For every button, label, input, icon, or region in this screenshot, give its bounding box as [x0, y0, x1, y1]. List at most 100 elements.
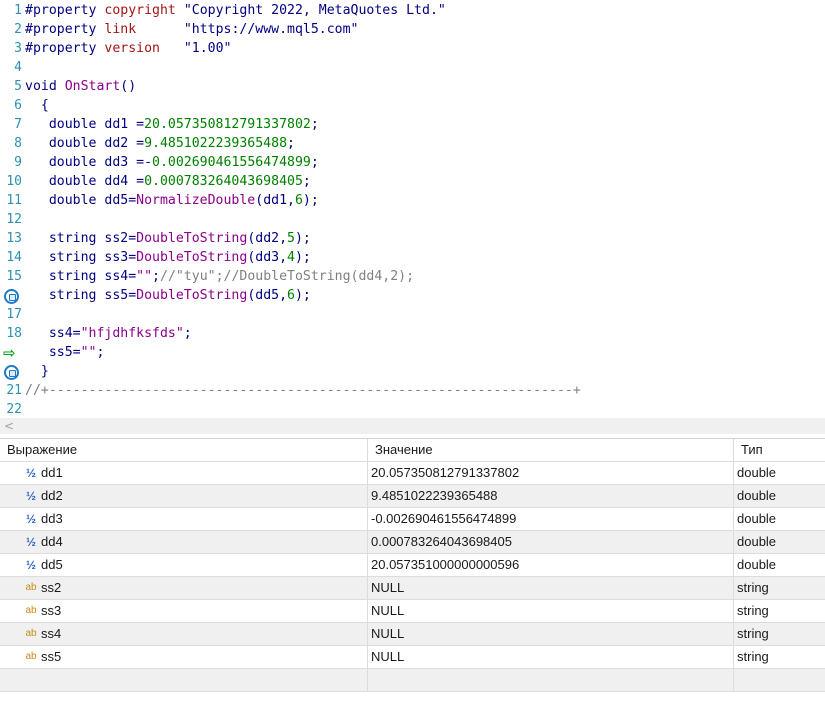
value-cell[interactable]: NULL — [367, 577, 734, 599]
line-gutter[interactable]: 2 — [0, 21, 22, 40]
line-gutter[interactable]: 7 — [0, 116, 22, 135]
code-text[interactable]: double dd3 =-0.002690461556474899; — [25, 155, 319, 171]
line-gutter[interactable]: 5 — [0, 78, 22, 97]
code-line[interactable]: 2#property link "https://www.mql5.com" — [0, 21, 825, 40]
code-text[interactable]: { — [25, 98, 49, 114]
code-text[interactable]: double dd5=NormalizeDouble(dd1,6); — [25, 193, 319, 209]
code-text[interactable]: string ss4="";//"tyu";//DoubleToString(d… — [25, 269, 414, 285]
line-gutter[interactable]: 10 — [0, 173, 22, 192]
code-text[interactable]: } — [25, 364, 49, 380]
line-gutter[interactable] — [0, 363, 22, 382]
code-text[interactable]: #property copyright "Copyright 2022, Met… — [25, 3, 446, 19]
code-line[interactable]: 15 string ss4="";//"tyu";//DoubleToStrin… — [0, 268, 825, 287]
line-gutter[interactable]: 9 — [0, 154, 22, 173]
value-cell[interactable]: 20.057351000000000596 — [367, 554, 734, 576]
code-line[interactable]: 4 — [0, 59, 825, 78]
horizontal-scrollbar[interactable]: < — [0, 418, 825, 434]
code-line[interactable]: 14 string ss3=DoubleToString(dd3,4); — [0, 249, 825, 268]
code-text[interactable]: #property link "https://www.mql5.com" — [25, 22, 358, 38]
scroll-left-icon[interactable]: < — [4, 419, 15, 433]
code-text[interactable]: double dd2 =9.4851022239365488; — [25, 136, 295, 152]
code-line[interactable]: 22 — [0, 401, 825, 418]
value-cell[interactable]: 9.4851022239365488 — [367, 485, 734, 507]
code-line[interactable]: 10 double dd4 =0.000783264043698405; — [0, 173, 825, 192]
code-text[interactable]: string ss5=DoubleToString(dd5,6); — [25, 288, 311, 304]
code-line[interactable]: 13 string ss2=DoubleToString(dd2,5); — [0, 230, 825, 249]
breakpoint-icon[interactable] — [4, 365, 19, 380]
value-cell[interactable]: 20.057350812791337802 — [367, 462, 734, 484]
code-text[interactable]: string ss2=DoubleToString(dd2,5); — [25, 231, 311, 247]
value-cell[interactable] — [367, 669, 734, 691]
code-line[interactable]: 11 double dd5=NormalizeDouble(dd1,6); — [0, 192, 825, 211]
line-gutter[interactable]: 15 — [0, 268, 22, 287]
value-cell[interactable]: NULL — [367, 623, 734, 645]
code-line[interactable]: 12 — [0, 211, 825, 230]
line-gutter[interactable]: ⇨ — [0, 344, 22, 363]
line-gutter[interactable]: 4 — [0, 59, 22, 78]
code-text[interactable]: double dd4 =0.000783264043698405; — [25, 174, 311, 190]
watch-empty-row[interactable] — [0, 669, 825, 692]
value-cell[interactable]: NULL — [367, 646, 734, 668]
line-gutter[interactable]: 22 — [0, 401, 22, 418]
code-editor[interactable]: 1#property copyright "Copyright 2022, Me… — [0, 0, 825, 418]
code-line[interactable]: 7 double dd1 =20.057350812791337802; — [0, 116, 825, 135]
value-cell[interactable]: -0.002690461556474899 — [367, 508, 734, 530]
code-line[interactable]: 18 ss4="hfjdhfksfds"; — [0, 325, 825, 344]
code-line[interactable]: ⇨ ss5=""; — [0, 344, 825, 363]
line-gutter[interactable]: 18 — [0, 325, 22, 344]
code-text[interactable]: ss5=""; — [25, 345, 105, 361]
code-text[interactable]: //+-------------------------------------… — [25, 383, 581, 399]
value-cell[interactable]: 0.000783264043698405 — [367, 531, 734, 553]
code-line[interactable]: 21//+-----------------------------------… — [0, 382, 825, 401]
line-gutter[interactable]: 13 — [0, 230, 22, 249]
line-gutter[interactable]: 17 — [0, 306, 22, 325]
line-gutter[interactable]: 11 — [0, 192, 22, 211]
code-line[interactable]: 17 — [0, 306, 825, 325]
code-text[interactable]: ss4="hfjdhfksfds"; — [25, 326, 192, 342]
column-header-value[interactable]: Значение — [367, 439, 734, 461]
column-header-expression[interactable]: Выражение — [7, 442, 78, 457]
column-header-type[interactable]: Тип — [733, 439, 825, 461]
code-line[interactable]: string ss5=DoubleToString(dd5,6); — [0, 287, 825, 306]
value-cell[interactable]: NULL — [367, 600, 734, 622]
code-line[interactable]: 1#property copyright "Copyright 2022, Me… — [0, 2, 825, 21]
line-gutter[interactable]: 21 — [0, 382, 22, 401]
line-gutter[interactable]: 12 — [0, 211, 22, 230]
code-text[interactable]: void OnStart() — [25, 79, 136, 95]
code-text[interactable]: #property version "1.00" — [25, 41, 231, 57]
code-line[interactable]: 8 double dd2 =9.4851022239365488; — [0, 135, 825, 154]
line-gutter[interactable]: 8 — [0, 135, 22, 154]
code-text[interactable]: string ss3=DoubleToString(dd3,4); — [25, 250, 311, 266]
line-gutter[interactable] — [0, 287, 22, 306]
expression-cell[interactable] — [0, 669, 367, 691]
code-line[interactable]: 9 double dd3 =-0.002690461556474899; — [0, 154, 825, 173]
line-gutter[interactable]: 3 — [0, 40, 22, 59]
code-line[interactable]: } — [0, 363, 825, 382]
code-line[interactable]: 6 { — [0, 97, 825, 116]
line-gutter[interactable]: 14 — [0, 249, 22, 268]
code-line[interactable]: 3#property version "1.00" — [0, 40, 825, 59]
line-gutter[interactable]: 1 — [0, 2, 22, 21]
breakpoint-icon[interactable] — [4, 289, 19, 304]
line-gutter[interactable]: 6 — [0, 97, 22, 116]
code-text[interactable]: double dd1 =20.057350812791337802; — [25, 117, 319, 133]
